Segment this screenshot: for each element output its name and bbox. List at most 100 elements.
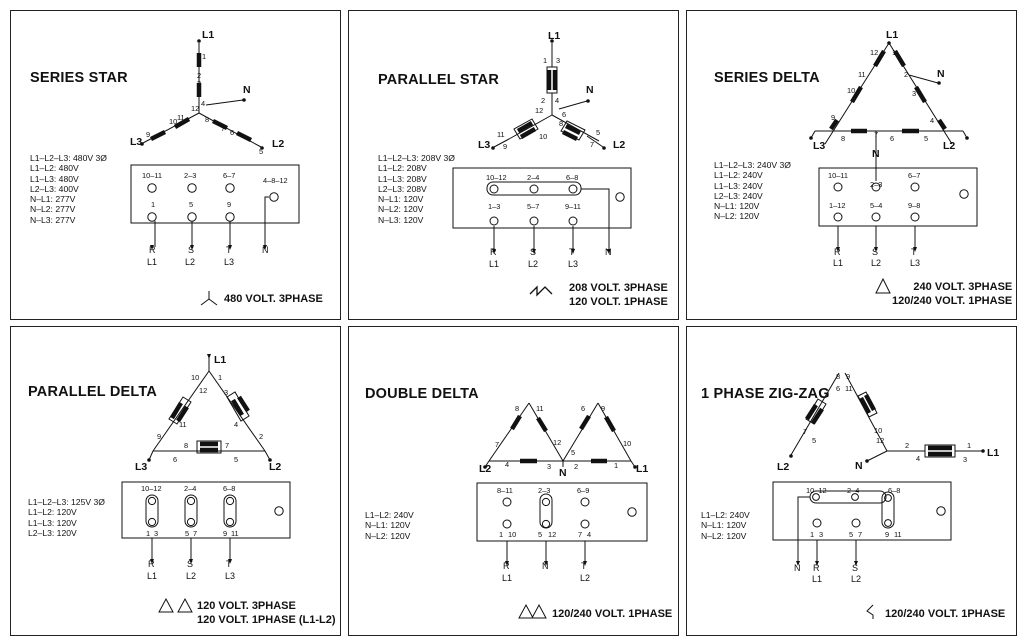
svg-text:9–11: 9–11: [565, 202, 581, 211]
svg-text:5: 5: [596, 128, 600, 137]
panel-parallel-delta: L1 L2 L3 1 2 3 4 5 6 7 8 9 10 11 12 10–1…: [10, 326, 341, 636]
svg-text:1: 1: [614, 461, 618, 470]
svg-text:T: T: [226, 559, 232, 569]
svg-text:5–7: 5–7: [527, 202, 539, 211]
svg-text:8: 8: [559, 119, 563, 128]
l1-dot: [197, 39, 201, 43]
svg-text:6–7: 6–7: [908, 171, 920, 180]
l2-dot: [260, 146, 264, 150]
svg-text:L1: L1: [147, 257, 157, 267]
svg-text:1: 1: [146, 529, 150, 538]
svg-text:8: 8: [184, 441, 188, 450]
svg-text:L3: L3: [224, 257, 234, 267]
svg-text:5: 5: [189, 200, 193, 209]
zigzag-diagram: L2 L1 N 1 2 3 4 5 6 7 8 9 10 11 12 10–12…: [772, 372, 999, 619]
lead-n: N: [559, 467, 567, 479]
svg-text:S: S: [188, 245, 194, 255]
lead-l2: L2: [272, 138, 284, 150]
panel-title: DOUBLE DELTA: [365, 386, 479, 402]
panel-series-delta: L1 L2 L3 N N 1 2 3 4 5 6 7 8 9 10 11 12 …: [686, 10, 1017, 320]
svg-text:7: 7: [221, 124, 225, 133]
terminal-labels: 8–11 2–3 6–9 1 10 5 12 7 4: [497, 486, 591, 539]
parallel-star-diagram: L1 L2 L3 N 1 2 3 4 5 6 7 8 9 10 11 12 10…: [452, 30, 632, 297]
svg-text:R: R: [148, 559, 155, 569]
series-delta-diagram: L1 L2 L3 N N 1 2 3 4 5 6 7 8 9 10 11 12 …: [809, 29, 978, 294]
series-star-diagram: L1 L2 L3 N 1 2 3 4 5 6 7 8 9 10 11 12 10…: [130, 29, 300, 306]
svg-text:L2: L2: [185, 257, 195, 267]
svg-text:L1: L1: [147, 571, 157, 581]
panel-title: PARALLEL STAR: [378, 72, 500, 88]
svg-text:S: S: [872, 247, 878, 257]
output-arrows: [836, 247, 917, 252]
svg-text:4: 4: [587, 530, 591, 539]
output-arrows: [150, 245, 267, 250]
svg-text:11: 11: [177, 113, 185, 122]
svg-text:N: N: [542, 561, 549, 571]
output-labels: N R S L1 L2: [794, 563, 861, 584]
footer-rating: 480 VOLT. 3PHASE: [224, 293, 323, 305]
svg-text:9–8: 9–8: [908, 201, 920, 210]
double-delta-diagram: L2 L1 N 1 2 3 4 5 6 7 8 9 10 11 12 8–11 …: [476, 402, 648, 619]
coil-numbers: 1 2 3 4 5 6 7 8 9 10 11 12: [157, 373, 263, 464]
svg-text:9: 9: [157, 432, 161, 441]
svg-text:L2: L2: [580, 573, 590, 583]
svg-text:10–11: 10–11: [828, 171, 848, 180]
terminal-studs: [489, 184, 625, 226]
svg-text:R: R: [503, 561, 510, 571]
svg-text:3: 3: [912, 89, 916, 98]
svg-text:N: N: [794, 563, 801, 573]
svg-text:1: 1: [967, 441, 971, 450]
svg-text:2: 2: [541, 96, 545, 105]
lead-l3: L3: [813, 140, 825, 152]
svg-text:10: 10: [539, 132, 547, 141]
svg-text:10: 10: [191, 373, 199, 382]
svg-text:7: 7: [590, 140, 594, 149]
lead-l1: L1: [987, 447, 999, 459]
lead-n: N: [243, 84, 251, 96]
svg-text:8: 8: [841, 134, 845, 143]
terminal-labels: 10–12 2–4 6–8 1 3 5 7 9 11: [806, 486, 902, 539]
lead-l1: L1: [214, 354, 226, 366]
svg-text:8: 8: [836, 372, 840, 381]
svg-text:12: 12: [553, 438, 561, 447]
lead-l2: L2: [943, 140, 955, 152]
svg-text:6–7: 6–7: [223, 171, 235, 180]
svg-text:6–8: 6–8: [223, 484, 235, 493]
svg-text:10–12: 10–12: [141, 484, 162, 493]
svg-text:3: 3: [154, 529, 158, 538]
svg-text:5: 5: [812, 436, 816, 445]
svg-text:9: 9: [601, 404, 605, 413]
svg-text:2: 2: [259, 432, 263, 441]
svg-text:4: 4: [234, 420, 238, 429]
svg-text:L1: L1: [812, 574, 822, 584]
svg-text:4: 4: [201, 99, 205, 108]
footer-rating: 120/240 VOLT. 1PHASE: [552, 608, 673, 620]
svg-text:R: R: [813, 563, 820, 573]
svg-text:7: 7: [803, 427, 807, 436]
svg-text:9: 9: [846, 372, 850, 381]
svg-text:T: T: [226, 245, 232, 255]
svg-text:2: 2: [904, 70, 908, 79]
panel-parallel-star: L1 L2 L3 N 1 2 3 4 5 6 7 8 9 10 11 12 10…: [348, 10, 679, 320]
svg-text:10: 10: [847, 86, 855, 95]
terminal-labels: 10–11 2–3 6–7 1–12 5–4 9–8: [828, 171, 920, 210]
lead-l2: L2: [613, 139, 625, 151]
svg-text:2–3: 2–3: [870, 180, 882, 189]
output-labels: R N T L1 L2: [502, 561, 590, 583]
svg-text:1: 1: [810, 530, 814, 539]
svg-text:1: 1: [543, 56, 547, 65]
svg-text:2–4: 2–4: [847, 486, 859, 495]
svg-text:4: 4: [930, 116, 934, 125]
lead-l1: L1: [886, 29, 898, 41]
svg-text:9: 9: [227, 200, 231, 209]
svg-text:R: R: [490, 247, 497, 257]
svg-text:L3: L3: [568, 259, 578, 269]
lead-l3: L3: [478, 139, 490, 151]
svg-text:6–8: 6–8: [888, 486, 900, 495]
svg-text:11: 11: [231, 529, 239, 538]
